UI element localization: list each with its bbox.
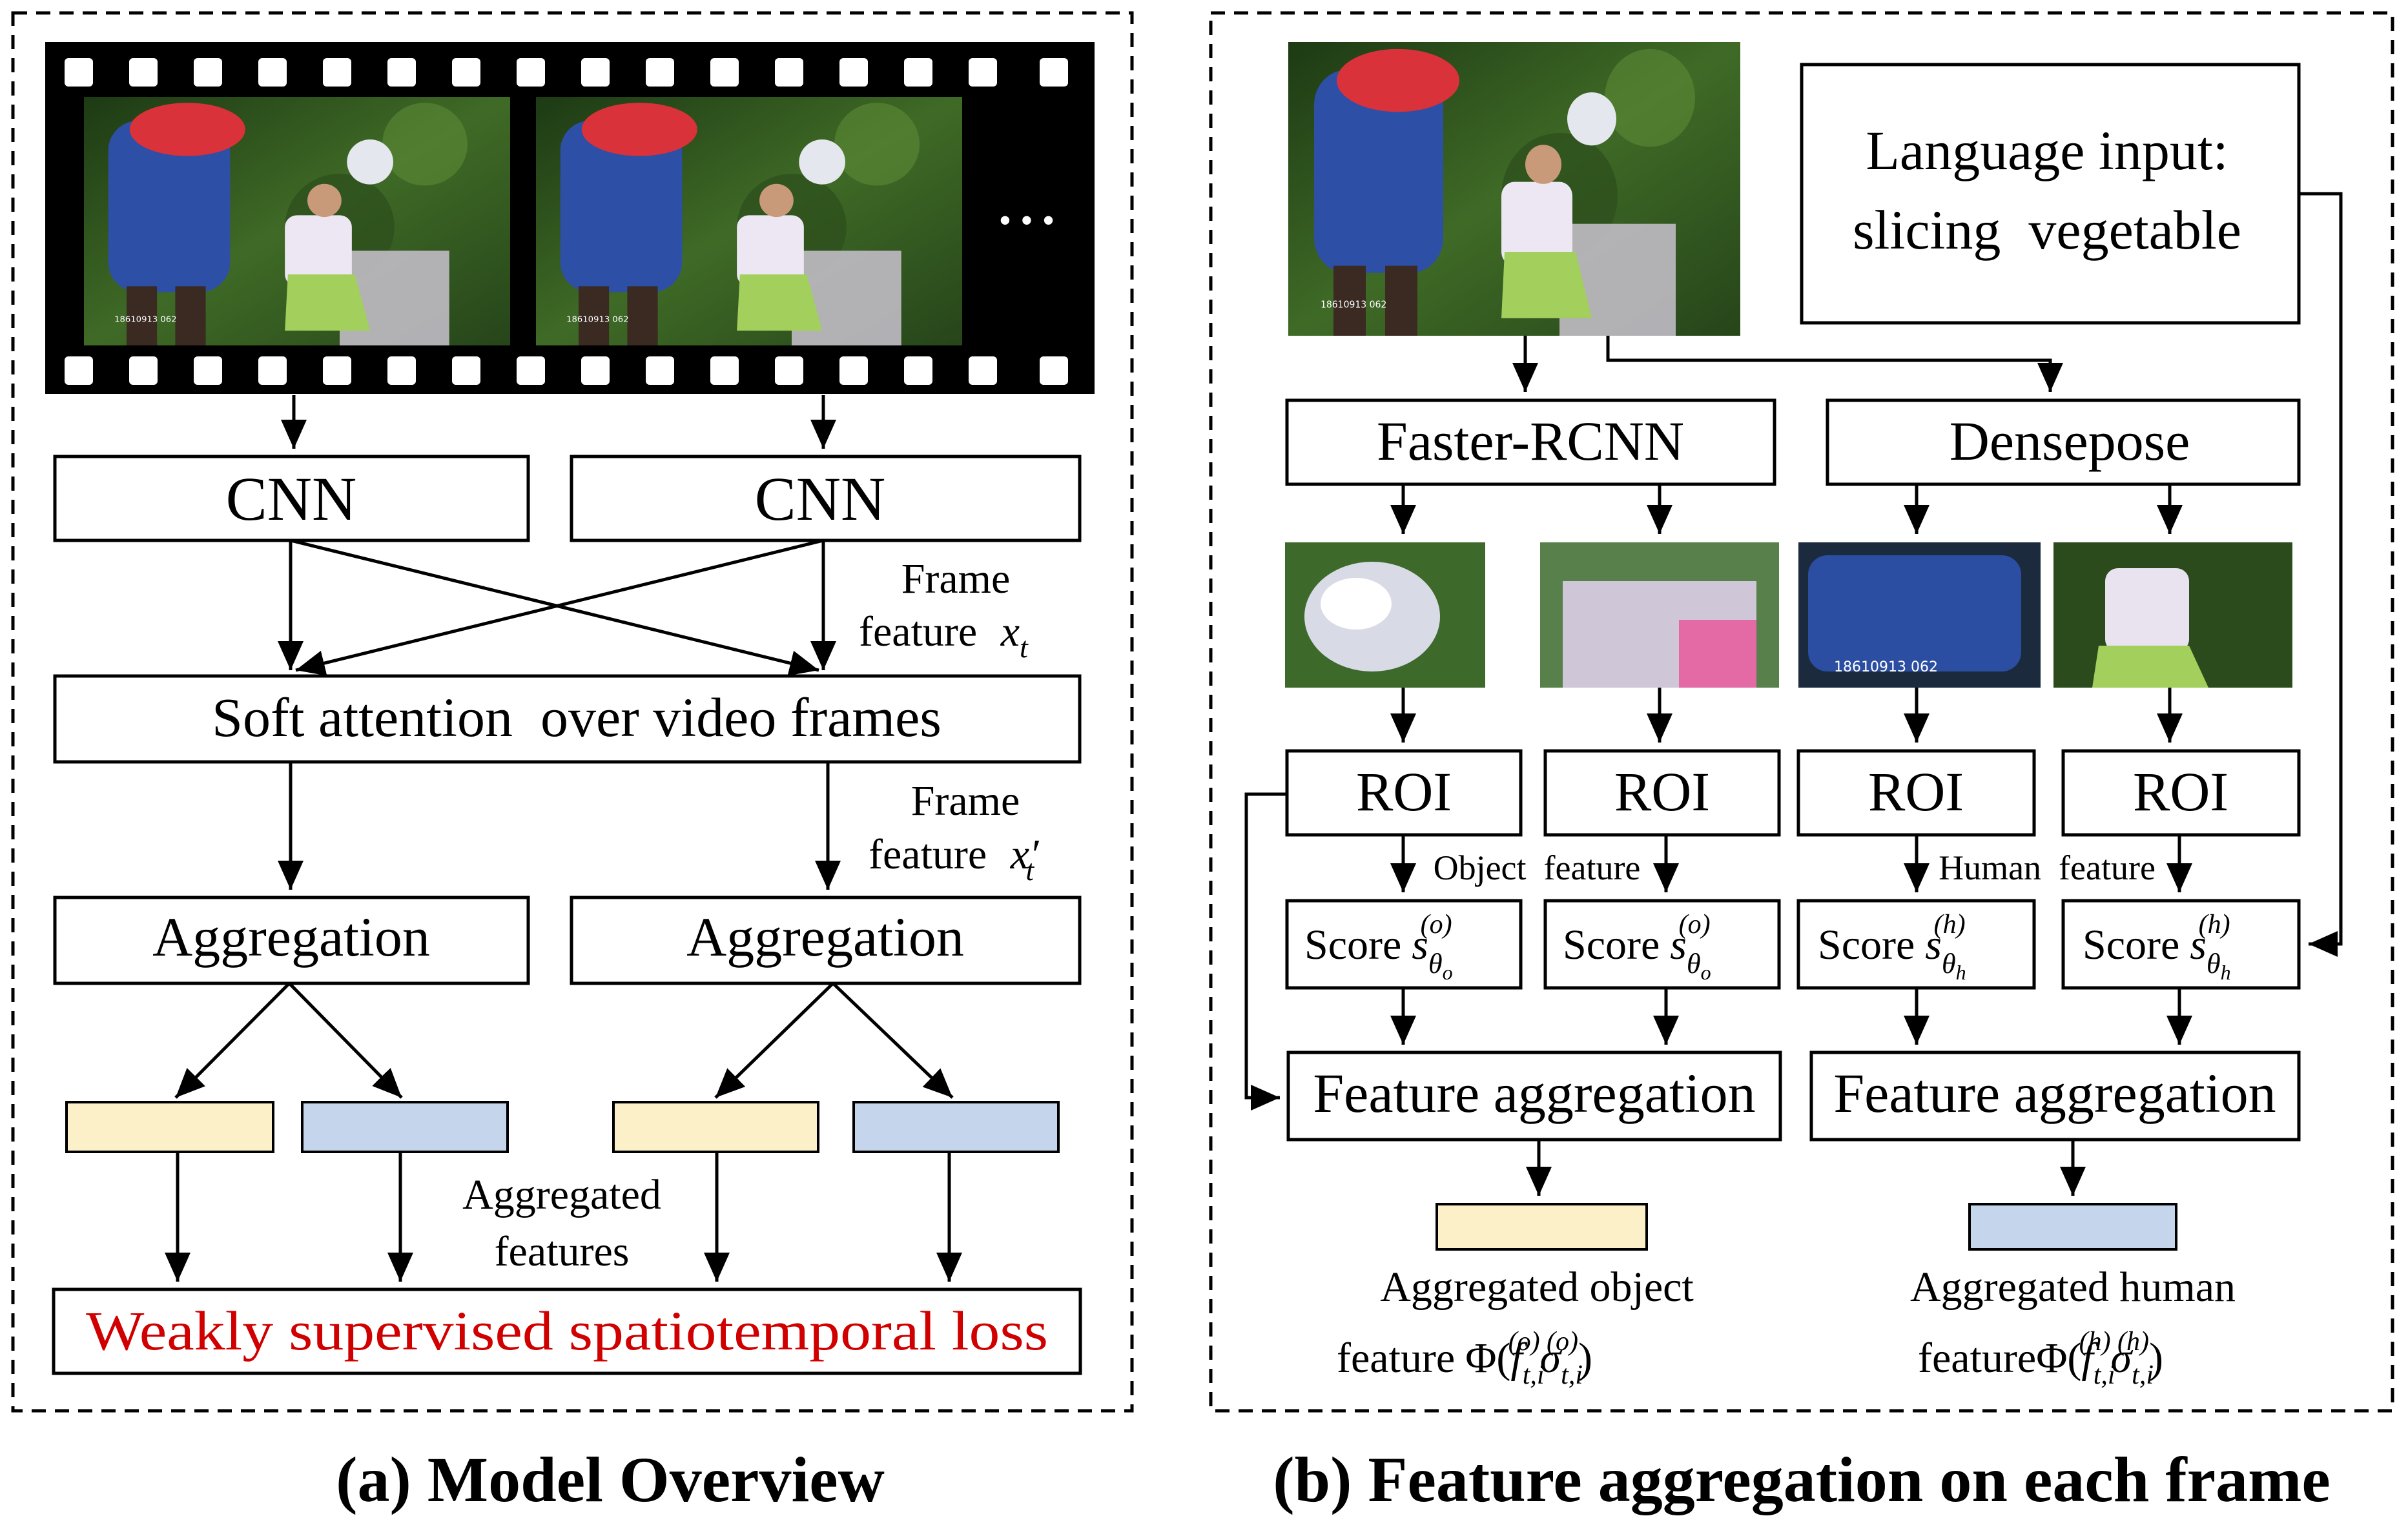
human-feature-rect-1 <box>301 1101 509 1153</box>
cnn-label-2: CNN <box>755 464 886 533</box>
caption-a: (a) Model Overview <box>336 1444 885 1515</box>
roi-label-1: ROI <box>1356 761 1452 823</box>
panel-a-frame <box>11 11 1134 1413</box>
human-feature-label: Human feature <box>1939 848 2156 887</box>
language-input-box <box>1800 63 2301 325</box>
object-feature-label: Object feature <box>1434 848 1641 887</box>
frame-feature-symbol-xt: x <box>1000 608 1020 655</box>
aggregated-object-line1: Aggregated object <box>1380 1264 1694 1311</box>
feature-aggregation-box-object <box>1286 1050 1782 1142</box>
roi-label-2: ROI <box>1614 761 1710 823</box>
faster-rcnn-box <box>1285 398 1776 486</box>
cnn-box-2 <box>570 455 1082 542</box>
densepose-box <box>1826 398 2301 486</box>
cnn-label-1: CNN <box>226 464 357 533</box>
crop-object-bench <box>1540 542 1779 688</box>
roi-box-1 <box>1285 749 1523 837</box>
aggregated-object-word: feature <box>1337 1335 1455 1382</box>
score-word-3: Score <box>1818 921 1915 968</box>
human-feature-rect-2 <box>852 1101 1060 1153</box>
score-word-4: Score <box>2083 921 2179 968</box>
score-box-4 <box>2061 899 2301 990</box>
frame-feature-word-2-text: feature <box>869 831 987 878</box>
language-input-line1: Language input: <box>1866 119 2228 181</box>
roi-label-3: ROI <box>1868 761 1964 823</box>
aggregation-label-2: Aggregation <box>686 906 964 968</box>
faster-rcnn-label: Faster-RCNN <box>1377 410 1684 472</box>
score-box-3 <box>1796 899 2036 990</box>
crop-human-kid <box>2053 542 2292 688</box>
score-word-1: Score <box>1304 921 1401 968</box>
score-box-2 <box>1543 899 1781 990</box>
aggregated-human-line2: featureΦ(ft,i(h)σt,i(h)) <box>1918 1327 2163 1390</box>
caption-b: (b) Feature aggregation on each frame <box>1273 1444 2331 1515</box>
crop-object-ball <box>1285 542 1485 688</box>
frame-feature-word-2: feature x′t <box>869 831 1040 886</box>
roi-box-2 <box>1543 749 1781 837</box>
cnn-box-1 <box>53 455 530 542</box>
input-video-frame <box>1288 42 1740 336</box>
object-feature-rect-1 <box>65 1101 274 1153</box>
aggregated-human-word: feature <box>1918 1335 2036 1382</box>
roi-box-4 <box>2061 749 2301 837</box>
soft-attention-box <box>53 674 1082 764</box>
densepose-label: Densepose <box>1950 410 2190 472</box>
score-word-2: Score <box>1563 921 1660 968</box>
roi-box-3 <box>1796 749 2036 837</box>
aggregated-human-line1: Aggregated human <box>1910 1264 2236 1311</box>
crop-human-back: 18610913 062 <box>1798 542 2041 688</box>
frame-feature-label-2: Frame <box>911 777 1020 825</box>
frame-feature-word-1: feature xt <box>859 608 1029 664</box>
frame-feature-label-1: Frame <box>901 555 1011 602</box>
video-frame-2 <box>536 97 962 345</box>
aggregation-label-1: Aggregation <box>152 906 430 968</box>
video-frame-1 <box>84 97 510 345</box>
soft-attention-label: Soft attention over video frames <box>212 686 942 748</box>
aggregated-features-line1: Aggregated <box>462 1171 661 1218</box>
object-feature-rect-2 <box>612 1101 819 1153</box>
aggregated-human-feature-rect <box>1968 1203 2177 1251</box>
feature-aggregation-label-human: Feature aggregation <box>1833 1062 2276 1124</box>
loss-box <box>52 1287 1082 1375</box>
frame-feature-symbol-xt-prime: x′ <box>1010 831 1040 878</box>
roi-label-4: ROI <box>2133 761 2228 823</box>
frame-feature-word-1-text: feature <box>859 608 977 655</box>
panel-b-frame <box>1209 11 2394 1413</box>
feature-aggregation-box-human <box>1809 1050 2301 1142</box>
aggregated-features-line2: features <box>495 1228 630 1275</box>
svg-text:18610913 062: 18610913 062 <box>1834 659 1938 675</box>
ellipsis: • • • <box>999 201 1055 241</box>
loss-label: Weakly supervised spatiotemporal loss <box>86 1300 1048 1362</box>
film-strip: • • • <box>45 42 1095 394</box>
aggregation-box-2 <box>570 896 1082 985</box>
aggregation-box-1 <box>53 896 530 985</box>
language-input-line2: slicing vegetable <box>1853 199 2241 261</box>
aggregated-object-feature-rect <box>1436 1203 1648 1251</box>
feature-aggregation-label-object: Feature aggregation <box>1313 1062 1755 1124</box>
